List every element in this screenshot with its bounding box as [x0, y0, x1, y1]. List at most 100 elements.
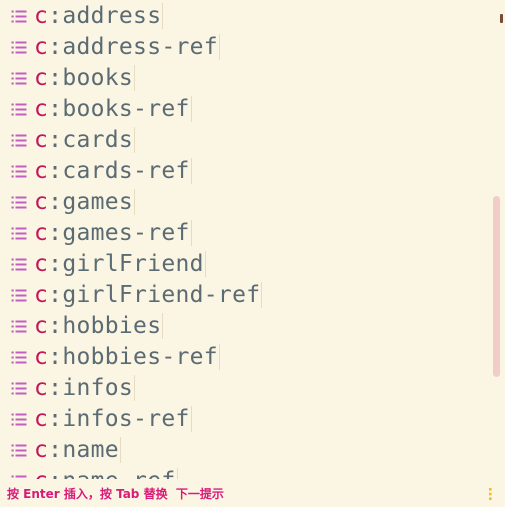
suggestion-label: c:books-ref: [34, 94, 192, 125]
attribute-name: address: [62, 3, 164, 29]
attribute-name: name-ref: [62, 468, 178, 479]
property-list-icon: [11, 289, 27, 302]
suggestion-item[interactable]: c:hobbies: [0, 311, 492, 342]
attribute-name: girlFriend: [62, 251, 206, 277]
suggestion-item[interactable]: c:address: [0, 1, 492, 32]
attribute-name: games: [62, 189, 136, 215]
namespace-separator: :: [48, 282, 63, 308]
namespace-separator: :: [48, 344, 63, 370]
suggestion-item[interactable]: c:cards-ref: [0, 156, 492, 187]
namespace-prefix: c: [34, 437, 49, 463]
namespace-separator: :: [48, 406, 63, 432]
suggestion-item[interactable]: c:name: [0, 435, 492, 466]
namespace-separator: :: [48, 313, 63, 339]
attribute-name: books-ref: [62, 96, 192, 122]
suggestion-label: c:games: [34, 187, 136, 218]
namespace-separator: :: [48, 34, 63, 60]
suggestion-item[interactable]: c:books: [0, 63, 492, 94]
attribute-name: hobbies-ref: [62, 344, 220, 370]
namespace-prefix: c: [34, 251, 49, 277]
suggestion-label: c:infos-ref: [34, 404, 192, 435]
suggestion-label: c:hobbies: [34, 311, 164, 342]
suggestion-label: c:girlFriend-ref: [34, 280, 263, 311]
suggestion-item[interactable]: c:books-ref: [0, 94, 492, 125]
suggestion-label: c:name: [34, 435, 121, 466]
namespace-prefix: c: [34, 282, 49, 308]
attribute-name: hobbies: [62, 313, 164, 339]
namespace-separator: :: [48, 158, 63, 184]
namespace-prefix: c: [34, 34, 49, 60]
attribute-name: cards-ref: [62, 158, 192, 184]
property-list-icon: [11, 10, 27, 23]
suggestion-item[interactable]: c:infos-ref: [0, 404, 492, 435]
attribute-name: infos: [62, 375, 136, 401]
property-list-icon: [11, 258, 27, 271]
namespace-prefix: c: [34, 158, 49, 184]
suggestion-item[interactable]: c:infos: [0, 373, 492, 404]
property-list-icon: [11, 41, 27, 54]
suggestion-label: c:books: [34, 63, 136, 94]
property-list-icon: [11, 227, 27, 240]
attribute-name: address-ref: [62, 34, 220, 60]
namespace-prefix: c: [34, 220, 49, 246]
attribute-name: infos-ref: [62, 406, 192, 432]
property-list-icon: [11, 103, 27, 116]
namespace-prefix: c: [34, 344, 49, 370]
namespace-separator: :: [48, 65, 63, 91]
footer-hint: 按 Enter 插入，按 Tab 替换 下一提示: [7, 487, 224, 501]
attribute-name: games-ref: [62, 220, 192, 246]
suggestion-item[interactable]: c:name-ref: [0, 466, 492, 479]
suggestion-label: c:hobbies-ref: [34, 342, 220, 373]
property-list-icon: [11, 351, 27, 364]
suggestion-item[interactable]: c:games: [0, 187, 492, 218]
namespace-separator: :: [48, 375, 63, 401]
namespace-separator: :: [48, 127, 63, 153]
property-list-icon: [11, 320, 27, 333]
property-list-icon: [11, 134, 27, 147]
property-list-icon: [11, 382, 27, 395]
namespace-prefix: c: [34, 468, 48, 479]
namespace-prefix: c: [34, 96, 49, 122]
suggestion-label: c:girlFriend: [34, 249, 206, 280]
suggestion-label: c:address: [34, 1, 164, 32]
more-vertical-icon[interactable]: [486, 486, 494, 502]
attribute-name: books: [62, 65, 136, 91]
suggestion-item[interactable]: c:hobbies-ref: [0, 342, 492, 373]
namespace-separator: :: [48, 189, 63, 215]
property-list-icon: [11, 413, 27, 426]
namespace-separator: :: [48, 96, 63, 122]
namespace-prefix: c: [34, 189, 49, 215]
scroll-marker: [500, 14, 503, 23]
attribute-name: name: [62, 437, 121, 463]
namespace-prefix: c: [34, 3, 49, 29]
namespace-prefix: c: [34, 406, 49, 432]
suggestion-label: c:address-ref: [34, 32, 220, 63]
property-list-icon: [11, 444, 27, 457]
namespace-separator: :: [48, 3, 63, 29]
suggestion-item[interactable]: c:cards: [0, 125, 492, 156]
suggestion-label: c:infos: [34, 373, 136, 404]
suggestion-item[interactable]: c:games-ref: [0, 218, 492, 249]
property-list-icon: [11, 475, 27, 478]
suggestion-item[interactable]: c:address-ref: [0, 32, 492, 63]
attribute-name: girlFriend-ref: [62, 282, 263, 308]
suggestion-label: c:name-ref: [34, 466, 178, 479]
suggestion-item[interactable]: c:girlFriend-ref: [0, 280, 492, 311]
property-list-icon: [11, 196, 27, 209]
scrollbar-thumb[interactable]: [493, 196, 500, 377]
namespace-prefix: c: [34, 375, 49, 401]
completion-footer: 按 Enter 插入，按 Tab 替换 下一提示: [0, 479, 505, 507]
suggestion-label: c:cards: [34, 125, 136, 156]
suggestion-label: c:cards-ref: [34, 156, 192, 187]
suggestion-item[interactable]: c:girlFriend: [0, 249, 492, 280]
namespace-prefix: c: [34, 65, 49, 91]
namespace-separator: :: [48, 437, 63, 463]
namespace-prefix: c: [34, 127, 49, 153]
namespace-separator: :: [48, 468, 62, 479]
attribute-name: cards: [62, 127, 136, 153]
suggestion-label: c:games-ref: [34, 218, 192, 249]
namespace-prefix: c: [34, 313, 49, 339]
namespace-separator: :: [48, 220, 63, 246]
